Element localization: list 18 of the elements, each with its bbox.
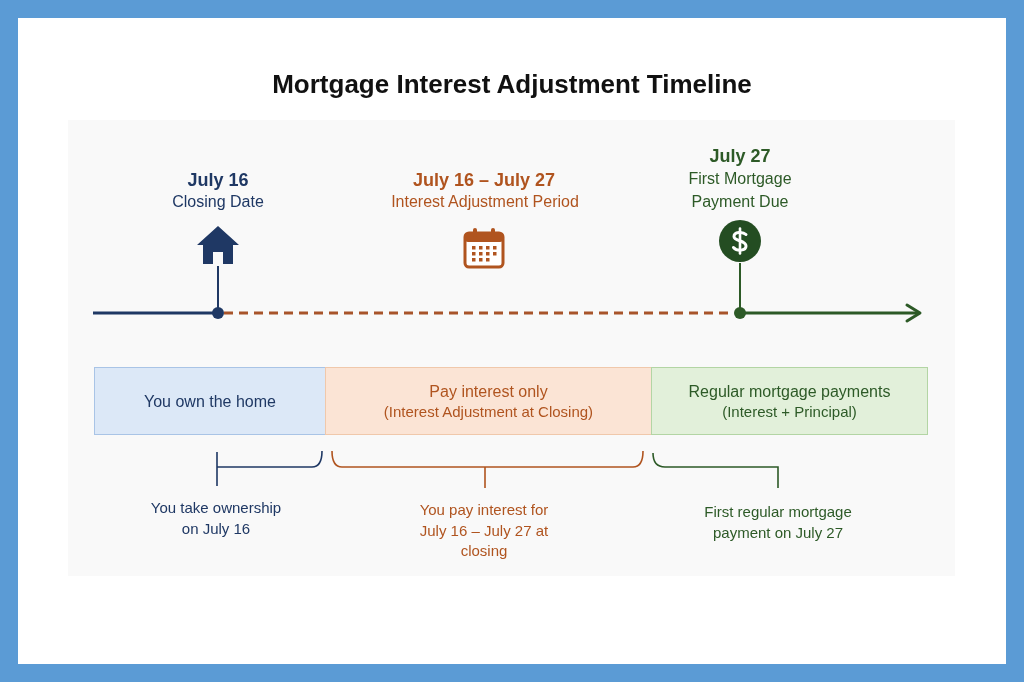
period-label: Regular mortgage payments <box>688 381 891 402</box>
period-box <box>94 367 326 435</box>
period-box <box>651 367 928 435</box>
period-label: You own the home <box>144 391 276 412</box>
milestone-caption: First Mortgage Payment Due <box>687 169 793 212</box>
period-box <box>325 367 652 435</box>
period-note: You pay interest for July 16 – July 27 at closing <box>419 500 549 561</box>
milestone-date: July 27 <box>708 145 772 167</box>
diagram-title: Mortgage Interest Adjustment Timeline <box>272 69 752 100</box>
milestone-caption: Interest Adjustment Period <box>390 192 580 212</box>
period-detail: (Interest Adjustment at Closing) <box>383 401 594 422</box>
period-label: Pay interest only <box>429 381 548 402</box>
milestone-date: July 16 <box>186 169 250 191</box>
period-note: You take ownership on July 16 <box>150 498 282 539</box>
milestone-date: July 16 – July 27 <box>412 169 556 191</box>
period-detail: (Interest + Principal) <box>722 401 857 422</box>
period-note: First regular mortgage payment on July 27 <box>703 502 853 543</box>
milestone-caption: Closing Date <box>171 192 265 212</box>
